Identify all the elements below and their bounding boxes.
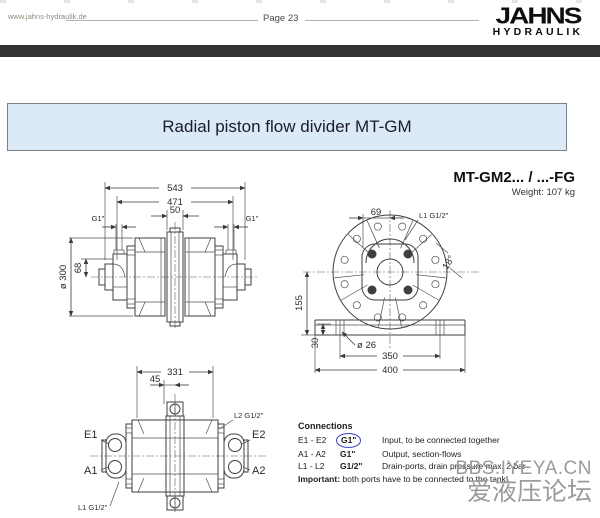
label-e1: E1 xyxy=(84,429,97,441)
header-divider-bar xyxy=(0,45,600,57)
conn-ports-e: E1 - E2 xyxy=(298,435,327,445)
end-view-dimensions: 69 L1 G1/2" 18° 155 30 ø 26 350 xyxy=(294,207,466,376)
model-code: MT-GM2... / ...-FG xyxy=(453,169,575,186)
top-view-body xyxy=(90,394,266,512)
conn-desc-e: Input, to be connected together xyxy=(382,435,500,445)
side-view-drawing: 543 471 50 G1" G1" ø 300 xyxy=(58,182,259,328)
dim-50: 50 xyxy=(170,205,181,216)
important-note: Important: both ports have to be connect… xyxy=(298,474,588,485)
dim-30: 30 xyxy=(310,338,321,349)
dim-18deg: 18° xyxy=(440,254,457,272)
conn-ports-a: A1 - A2 xyxy=(298,449,326,459)
label-l1-port: L1 G1/2" xyxy=(419,211,449,220)
dim-dia26: ø 26 xyxy=(357,340,376,351)
jahns-logo: JAHNS HYDRAULIK xyxy=(482,2,594,38)
dim-543: 543 xyxy=(167,183,183,194)
website-url: www.jahns-hydraulik.de xyxy=(8,12,87,21)
connection-row-a: A1 - A2 G1" Output, section-flows xyxy=(298,448,588,460)
important-text: both ports have to be connected to the t… xyxy=(342,474,509,484)
dim-350: 350 xyxy=(382,351,398,362)
conn-size-l: G1/2" xyxy=(340,461,363,471)
page-title: Radial piston flow divider MT-GM xyxy=(162,117,412,136)
conn-size-a: G1" xyxy=(340,449,356,459)
port-g1-left: G1" xyxy=(92,214,105,223)
connection-row-e: E1 - E2 G1" Input, to be connected toget… xyxy=(298,433,588,448)
side-view-body xyxy=(91,222,259,328)
label-e2: E2 xyxy=(252,429,265,441)
port-g1-right: G1" xyxy=(246,214,259,223)
product-label: MT-GM2... / ...-FG Weight: 107 kg xyxy=(453,169,575,198)
conn-desc-a: Output, section-flows xyxy=(382,449,462,459)
connections-heading: Connections xyxy=(298,421,353,431)
top-view-drawing: 331 45 L2 G1/2" E1 A1 E2 A2 L1 G1/2" xyxy=(78,366,266,512)
weight-label: Weight: 107 kg xyxy=(511,187,575,198)
dim-155: 155 xyxy=(294,295,305,311)
logo-subtitle: HYDRAULIK xyxy=(492,26,584,38)
end-view-body xyxy=(303,210,479,348)
conn-size-e-circled: G1" xyxy=(336,433,362,448)
connection-row-l: L1 - L2 G1/2" Drain-ports, drain pressur… xyxy=(298,460,588,472)
dim-69: 69 xyxy=(371,207,382,218)
dim-68: 68 xyxy=(73,263,84,274)
dim-45: 45 xyxy=(150,374,161,385)
conn-ports-l: L1 - L2 xyxy=(298,461,325,471)
header-rule-right xyxy=(305,20,479,21)
dim-331: 331 xyxy=(167,367,183,378)
side-view-dimensions: 543 471 50 G1" G1" ø 300 xyxy=(58,182,259,317)
label-a1: A1 xyxy=(84,465,97,477)
label-a2: A2 xyxy=(252,465,265,477)
label-l1-port: L1 G1/2" xyxy=(78,503,108,512)
dim-dia300: ø 300 xyxy=(58,265,69,289)
page-number: Page 23 xyxy=(263,13,299,24)
scan-artifacts xyxy=(0,0,600,3)
label-l2-port: L2 G1/2" xyxy=(234,411,264,420)
top-view-dimensions: 331 45 L2 G1/2" E1 A1 E2 A2 L1 G1/2" xyxy=(78,366,265,512)
end-view-drawing: 69 L1 G1/2" 18° 155 30 ø 26 350 xyxy=(294,207,479,376)
important-label: Important: xyxy=(298,474,341,484)
connections-block: Connections E1 - E2 G1" Input, to be con… xyxy=(298,421,588,485)
dim-400: 400 xyxy=(382,365,398,376)
header-rule-left xyxy=(66,20,258,21)
logo-wordmark: JAHNS xyxy=(495,2,583,29)
conn-desc-l: Drain-ports, drain pressure max. 2 bar xyxy=(382,461,526,471)
dim-471: 471 xyxy=(167,197,183,208)
title-banner: Radial piston flow divider MT-GM xyxy=(7,103,567,151)
